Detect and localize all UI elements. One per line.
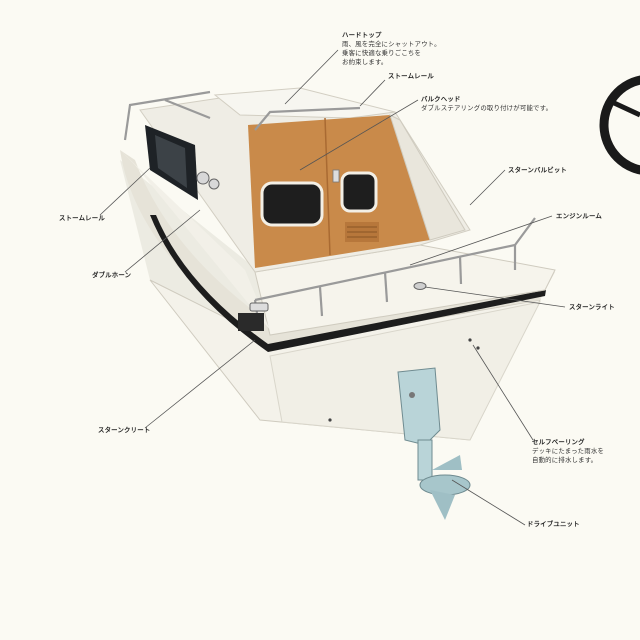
label-desc: 乗客に快適な乗りごこちを	[342, 49, 422, 57]
stern-light-icon	[413, 282, 427, 290]
label-title: スターンクリート	[98, 426, 151, 434]
label-title: ハードトップ	[342, 31, 382, 39]
label-double-horn: ダブルホーン	[92, 271, 131, 280]
double-horn-icon	[196, 171, 220, 190]
label-storm-rail-left: ストームレール	[59, 214, 105, 223]
label-hardtop: ハードトップ 雨、風を完全にシャットアウト。 乗客に快適な乗りごこちを お約束し…	[342, 31, 441, 67]
label-stern-cleat: スターンクリート	[98, 426, 150, 435]
label-title: ドライブユニット	[527, 520, 580, 528]
label-desc: ダブルステアリングの取り付けが可能です。	[421, 104, 553, 112]
label-title: スターンバルビット	[508, 166, 567, 174]
label-title: ストームレール	[388, 72, 434, 80]
label-stern-bollard: スターンバルビット	[508, 166, 567, 175]
stern-cleat-icon	[238, 302, 269, 331]
label-bulkhead: バルクヘッド ダブルステアリングの取り付けが可能です。	[421, 95, 552, 113]
label-engine-room: エンジンルーム	[556, 212, 602, 221]
label-title: セルフベーリング	[532, 438, 585, 446]
steering-wheel-icon	[599, 75, 640, 175]
label-title: ストームレール	[59, 214, 105, 222]
label-title: エンジンルーム	[556, 212, 602, 220]
label-desc: 自動的に排水します。	[532, 456, 598, 464]
leader-lines	[99, 49, 566, 526]
label-desc: 雨、風を完全にシャットアウト。	[342, 40, 441, 48]
label-desc: お約束します。	[342, 58, 388, 66]
cabin	[139, 87, 471, 273]
drive-unit	[397, 367, 471, 520]
label-storm-rail-top: ストームレール	[388, 72, 434, 81]
label-drive-unit: ドライブユニット	[527, 520, 580, 529]
label-title: ダブルホーン	[92, 271, 132, 279]
label-stern-light: スターンライト	[569, 303, 615, 312]
label-self-bailing: セルフベーリング デッキにたまった雨水を 自動的に排水します。	[532, 438, 604, 465]
label-desc: デッキにたまった雨水を	[532, 447, 605, 455]
label-title: スターンライト	[569, 303, 615, 311]
label-title: バルクヘッド	[421, 95, 461, 103]
